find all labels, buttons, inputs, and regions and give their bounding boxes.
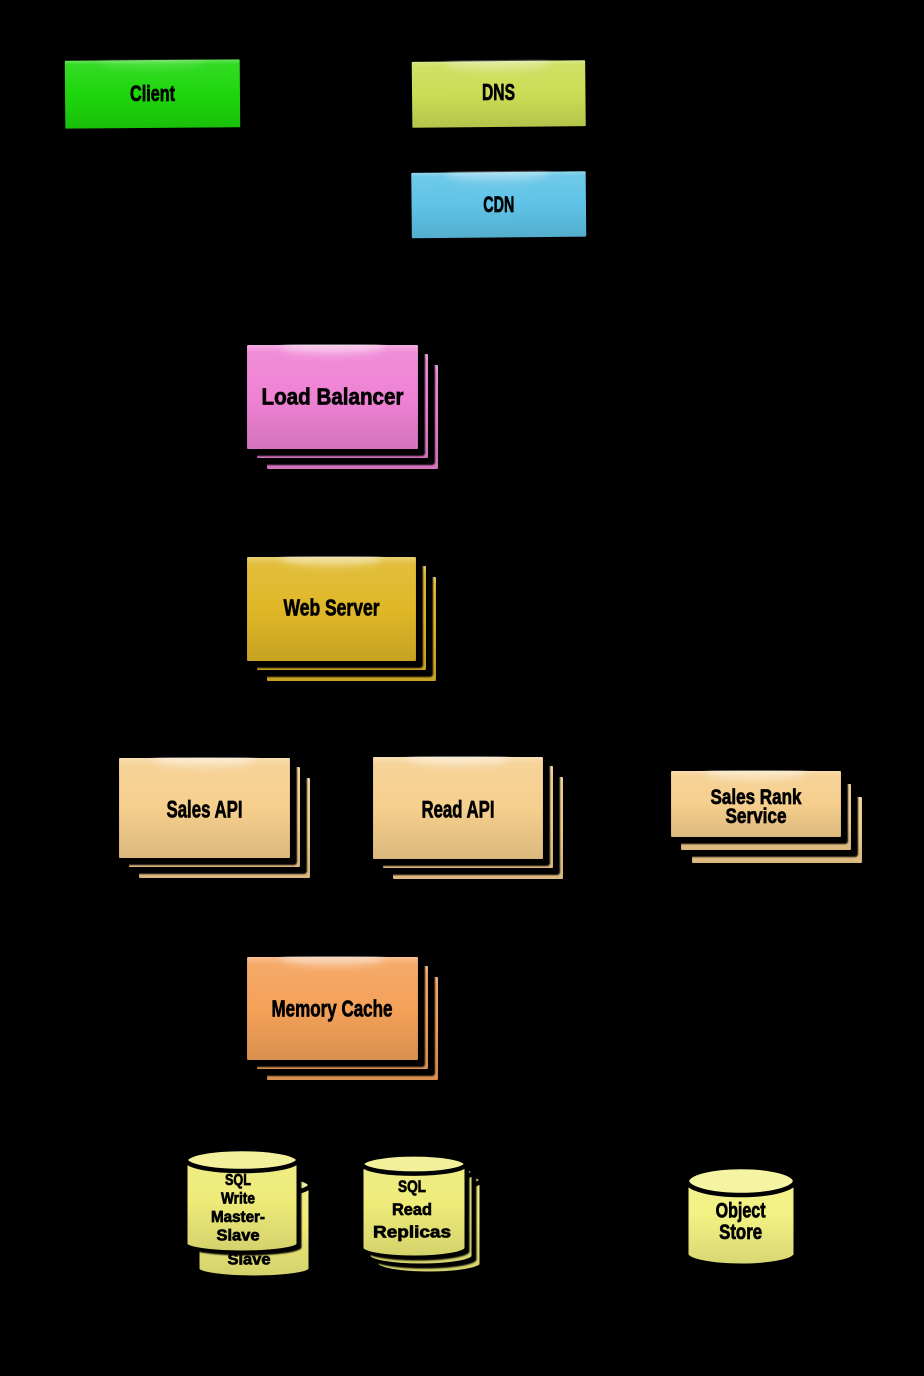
svg-text:Sales Rank: Sales Rank — [711, 786, 802, 809]
svg-text:CDN: CDN — [483, 192, 514, 217]
svg-text:Memory Cache: Memory Cache — [272, 996, 393, 1022]
svg-text:DNS: DNS — [482, 79, 515, 105]
svg-text:SQL: SQL — [225, 1172, 251, 1189]
svg-text:SQL: SQL — [398, 1177, 426, 1196]
svg-text:Object: Object — [716, 1200, 766, 1223]
svg-text:Service: Service — [726, 805, 787, 828]
svg-text:Web Server: Web Server — [284, 594, 380, 620]
svg-text:Client: Client — [130, 81, 175, 106]
svg-text:Store: Store — [719, 1221, 762, 1244]
svg-text:Load Balancer: Load Balancer — [262, 384, 404, 410]
svg-text:Master-: Master- — [211, 1209, 265, 1226]
svg-text:Read: Read — [392, 1200, 432, 1219]
svg-text:Read API: Read API — [422, 797, 495, 824]
svg-text:Sales API: Sales API — [167, 797, 243, 824]
svg-text:Write: Write — [221, 1191, 255, 1208]
svg-text:Slave: Slave — [217, 1227, 260, 1244]
svg-text:Replicas: Replicas — [373, 1222, 451, 1241]
